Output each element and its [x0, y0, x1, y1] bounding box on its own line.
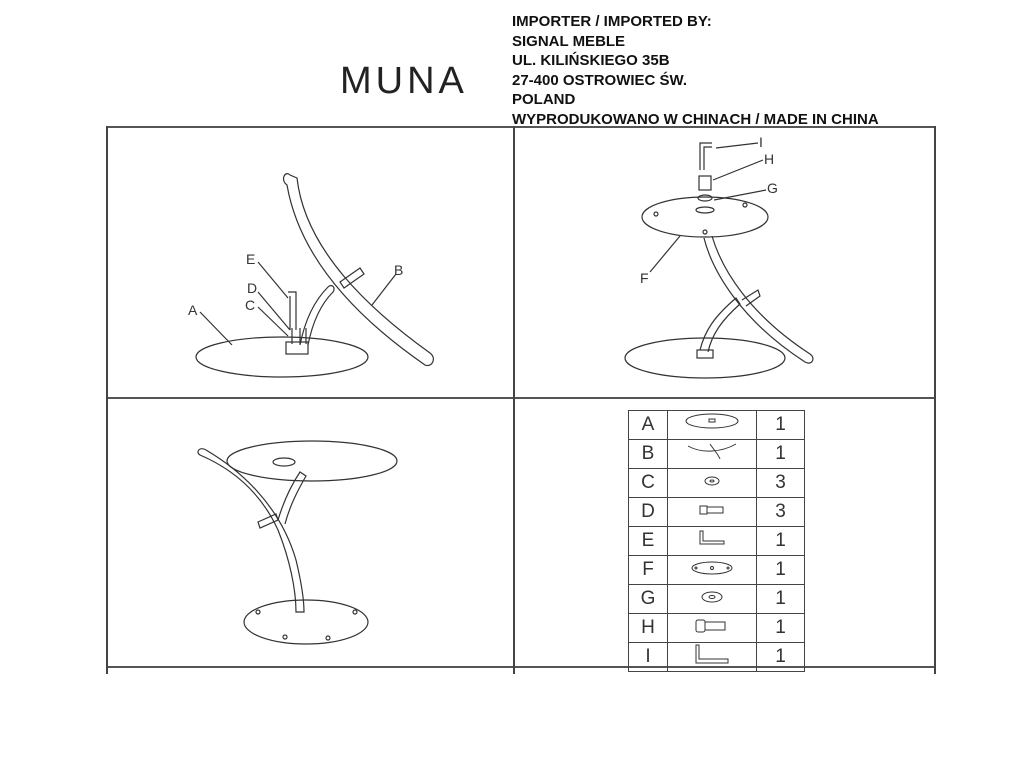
parts-row: G 1	[628, 584, 805, 614]
part-picture	[667, 439, 757, 469]
part-letter: A	[628, 410, 668, 440]
part-picture	[667, 642, 757, 672]
step1-drawing	[195, 173, 434, 378]
part-picture	[667, 613, 757, 643]
part-quantity: 1	[756, 439, 805, 469]
part-letter: H	[628, 613, 668, 643]
part-letter: B	[628, 439, 668, 469]
label-g: G	[767, 180, 778, 196]
part-quantity: 1	[756, 613, 805, 643]
part-picture	[667, 497, 757, 527]
importer-company: SIGNAL MEBLE	[512, 32, 626, 50]
importer-info: IMPORTER / IMPORTED BY: SIGNAL MEBLE UL.…	[512, 12, 879, 129]
importer-country: POLAND	[512, 91, 576, 108]
label-e: E	[246, 251, 256, 267]
part-picture	[667, 584, 757, 614]
label-c: C	[245, 297, 256, 313]
parts-row: D 3	[628, 497, 805, 527]
label-b: B	[394, 262, 404, 278]
importer-city: 27-400 OSTROWIEC ŚW.	[512, 71, 688, 89]
importer-origin: WYPRODUKOWANO W CHINACH / MADE IN CHINA	[512, 110, 879, 128]
importer-heading: IMPORTER / IMPORTED BY:	[512, 13, 712, 30]
part-picture	[667, 555, 757, 585]
parts-row: B 1	[628, 439, 805, 469]
grid-line-middle	[107, 397, 935, 399]
part-letter: F	[628, 555, 668, 585]
part-letter: C	[628, 468, 668, 498]
part-letter: D	[628, 497, 668, 527]
part-quantity: 1	[756, 584, 805, 614]
label-h: H	[764, 151, 775, 167]
label-a: A	[188, 302, 198, 318]
part-picture	[667, 468, 757, 498]
part-quantity: 3	[756, 497, 805, 527]
step3-drawing	[197, 440, 398, 645]
part-letter: G	[628, 584, 668, 614]
base-plate-icon	[691, 561, 733, 575]
bolt-large-icon	[695, 619, 726, 633]
parts-row: E 1	[628, 526, 805, 556]
label-f: F	[640, 270, 649, 286]
washer-large-icon	[701, 591, 723, 603]
bolt-small-icon	[699, 505, 724, 515]
parts-row: I 1	[628, 642, 805, 672]
part-quantity: 3	[756, 468, 805, 498]
grid-line-bottom	[107, 666, 935, 668]
allen-key-small-icon	[699, 530, 725, 545]
curved-leg-icon	[687, 443, 737, 460]
parts-row: H 1	[628, 613, 805, 643]
part-letter: E	[628, 526, 668, 556]
grid-line-top	[107, 126, 935, 128]
step2-drawing	[624, 142, 814, 379]
importer-street: UL. KILIŃSKIEGO 35B	[512, 52, 670, 69]
parts-row: A 1	[628, 410, 805, 440]
part-quantity: 1	[756, 526, 805, 556]
glass-top-icon	[685, 413, 739, 429]
parts-row: F 1	[628, 555, 805, 585]
grid-line-right	[934, 126, 936, 674]
parts-row: C 3	[628, 468, 805, 498]
product-title: MUNA	[340, 60, 468, 102]
grid-line-center	[513, 126, 515, 674]
allen-key-large-icon	[695, 644, 729, 664]
part-quantity: 1	[756, 642, 805, 672]
grid-line-left	[106, 126, 108, 674]
label-d: D	[247, 280, 258, 296]
part-picture	[667, 410, 757, 440]
washer-small-icon	[704, 476, 720, 486]
part-quantity: 1	[756, 555, 805, 585]
part-quantity: 1	[756, 410, 805, 440]
part-picture	[667, 526, 757, 556]
part-letter: I	[628, 642, 668, 672]
label-i: I	[759, 134, 763, 150]
